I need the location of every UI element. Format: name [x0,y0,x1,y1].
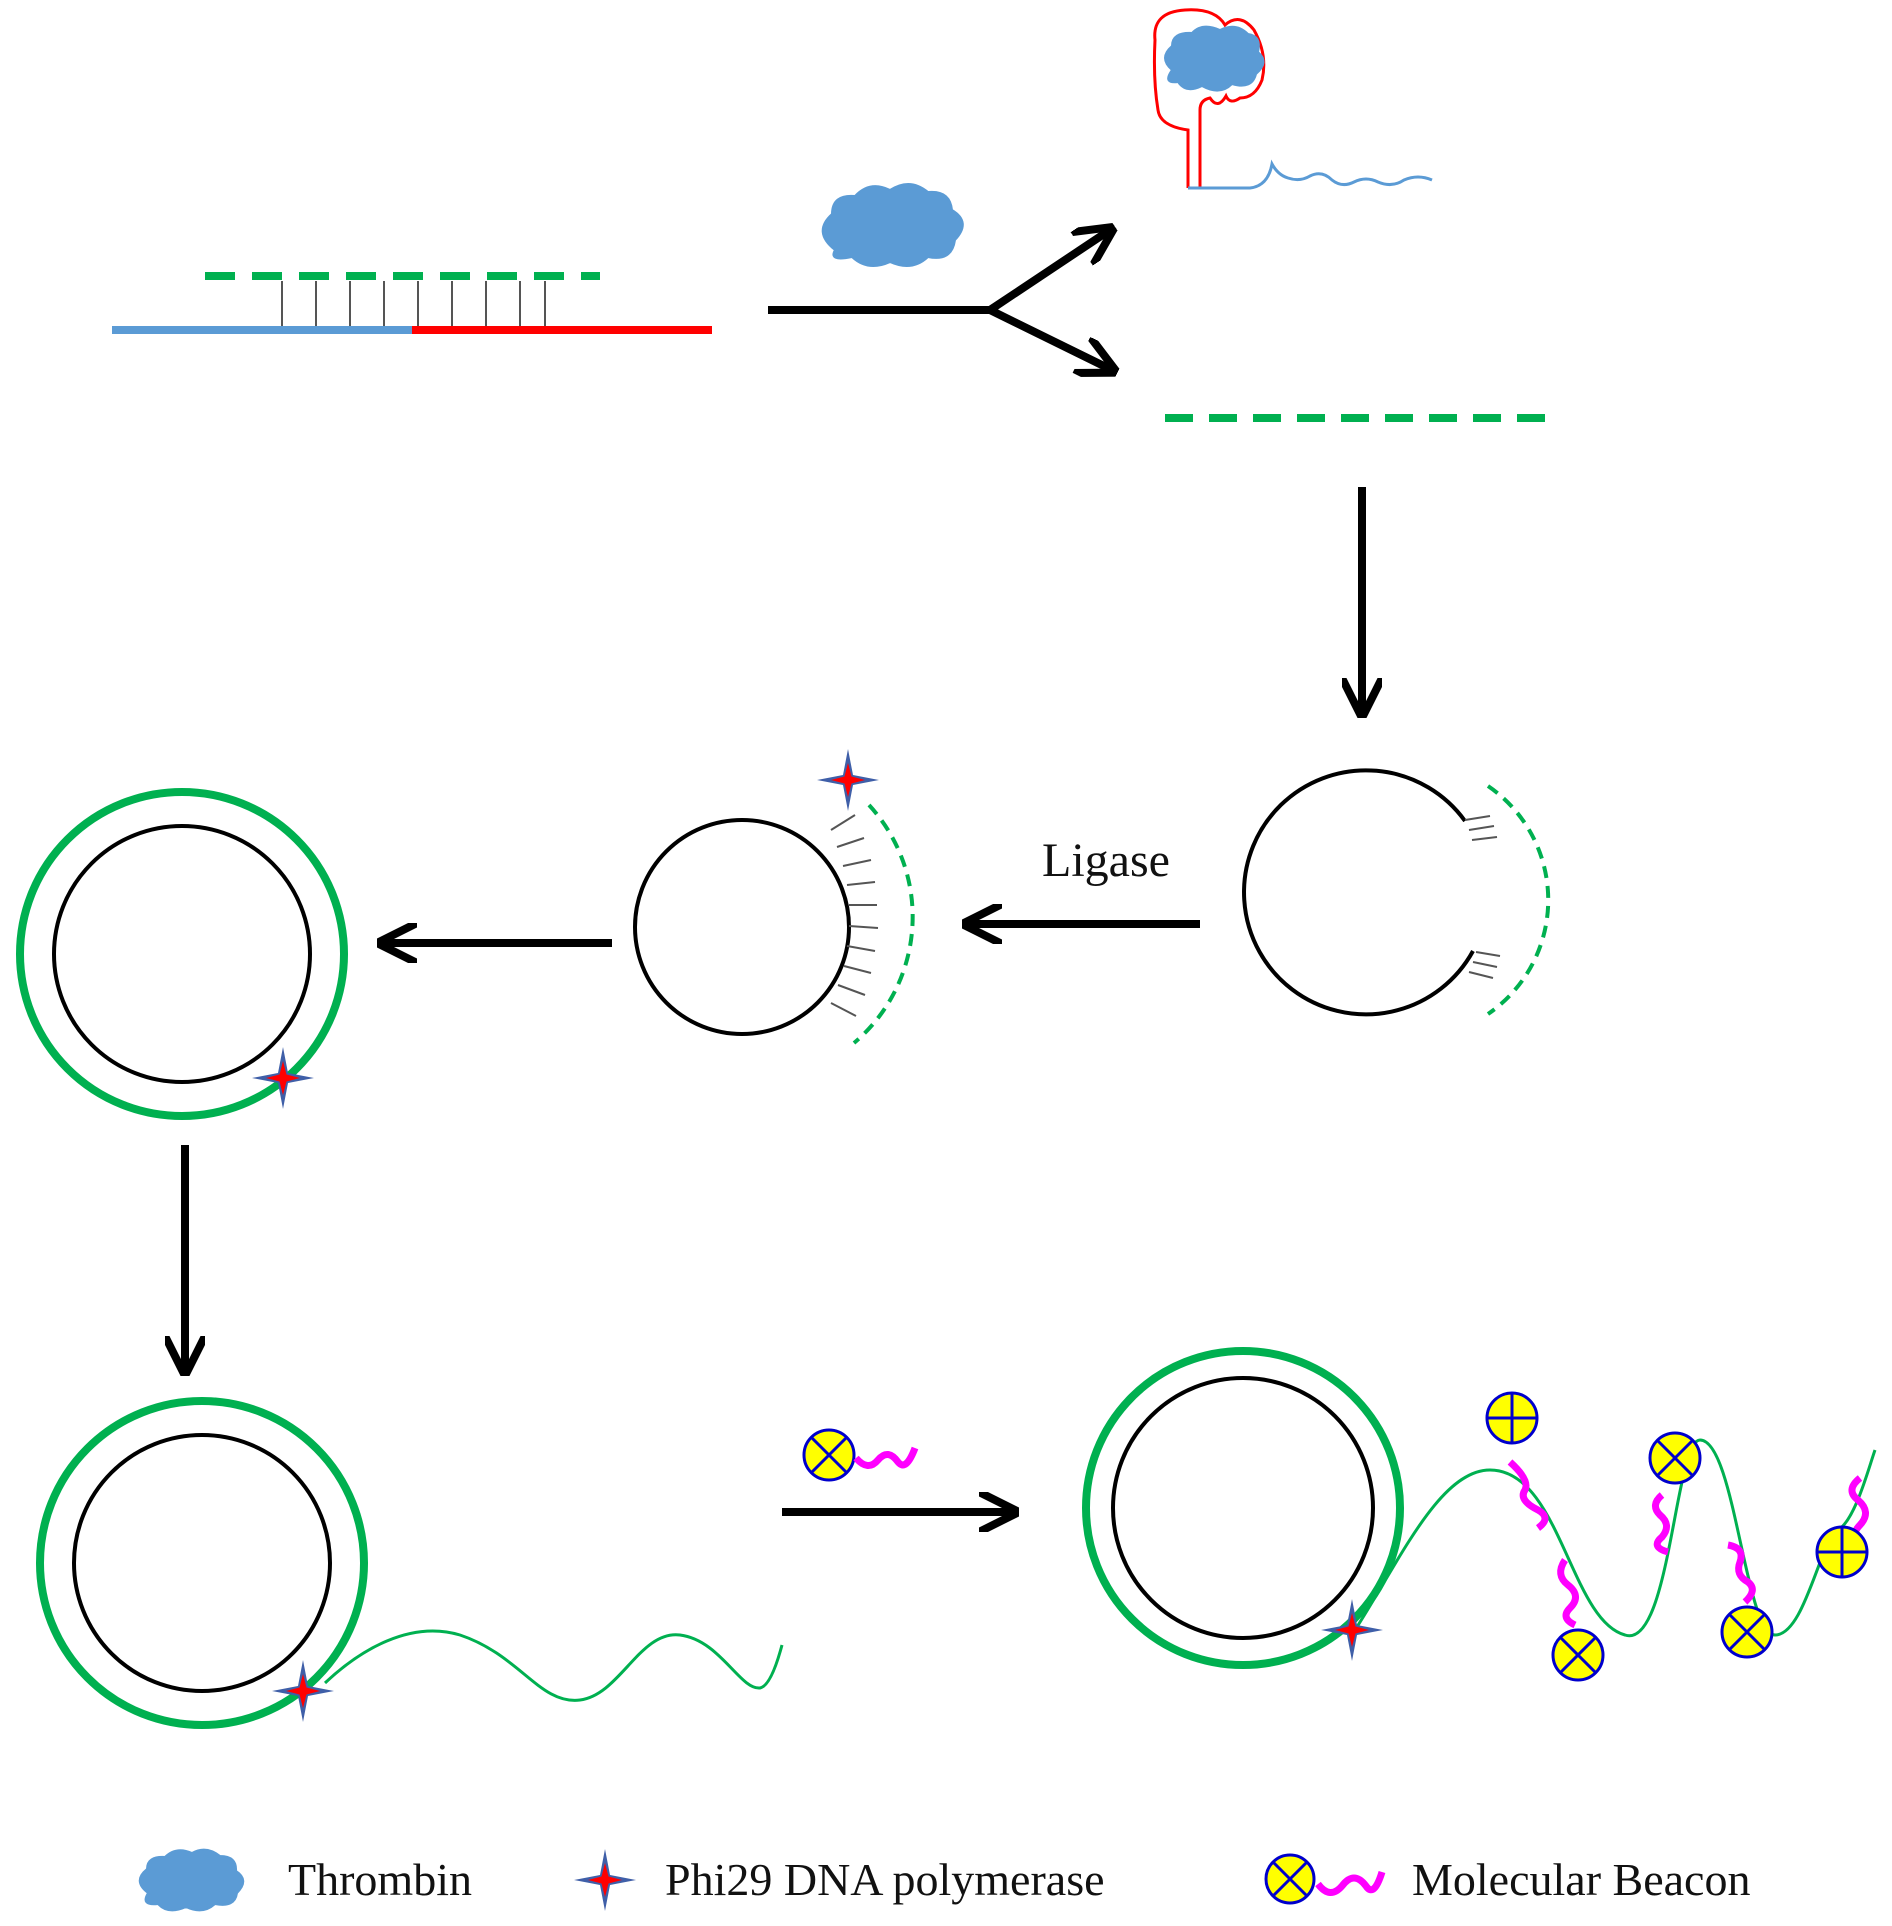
legend-thrombin-label: Thrombin [288,1854,472,1905]
rca-circle [36,1397,784,1729]
split-arrow [768,230,1112,370]
circular-template-3 [72,1433,332,1693]
molecular-beacon-icon [1720,1541,1774,1659]
padlock-probe-open [1242,768,1551,1017]
blue-released-strand [1188,159,1433,190]
rca-product-strand-2 [1353,1438,1877,1637]
polymerase-star-icon [574,1849,636,1911]
rca-with-beacons [1082,1347,1877,1682]
green-primer-arc-2 [852,803,915,1045]
legend-item-polymerase: Phi29 DNA polymerase [574,1849,1105,1911]
legend-item-thrombin: Thrombin [138,1848,472,1912]
aptamer-duplex [112,272,712,334]
green-product-ring-3 [1082,1347,1404,1669]
legend-item-beacon: Molecular Beacon [1264,1853,1750,1905]
beacon-reagent-icon [802,1428,919,1482]
polymerase-star-icon [1321,1599,1383,1661]
ligase-label: Ligase [1042,834,1170,887]
green-primer-arc [1486,784,1551,1016]
legend: Thrombin Phi29 DNA polymerase Molecular … [138,1848,1750,1912]
thrombin-aptamer-complex [1152,8,1433,190]
binding-ticks-2 [830,814,879,1017]
molecular-beacon-icon [1551,1558,1605,1682]
polymerase-star-icon [272,1660,334,1722]
molecular-beacon-icon [1815,1475,1869,1579]
thrombin-cloud-icon [138,1848,245,1912]
base-pair-ticks [281,281,546,326]
green-product-ring [16,788,348,1120]
green-product-ring-2 [36,1397,368,1729]
extending-circle [16,788,348,1120]
legend-beacon-label: Molecular Beacon [1412,1854,1750,1905]
circular-template [633,818,851,1036]
thrombin-cloud-icon [821,183,964,267]
molecular-beacon-icon [1264,1853,1386,1905]
padlock-arc [1242,768,1475,1017]
rca-product-strand [323,1629,784,1702]
legend-polymerase-label: Phi29 DNA polymerase [665,1854,1105,1905]
ligated-circle [633,749,915,1045]
thrombin-cloud-bound-icon [1164,25,1265,92]
polymerase-star-icon [817,749,879,811]
circular-template-2 [52,824,312,1084]
molecular-beacon-icon [1485,1391,1549,1531]
polymerase-star-icon [252,1047,314,1109]
molecular-beacon-icon [1648,1431,1702,1556]
binding-ticks [1464,815,1501,979]
red-aptamer-loop [1152,8,1266,188]
circular-template-4 [1111,1376,1375,1640]
